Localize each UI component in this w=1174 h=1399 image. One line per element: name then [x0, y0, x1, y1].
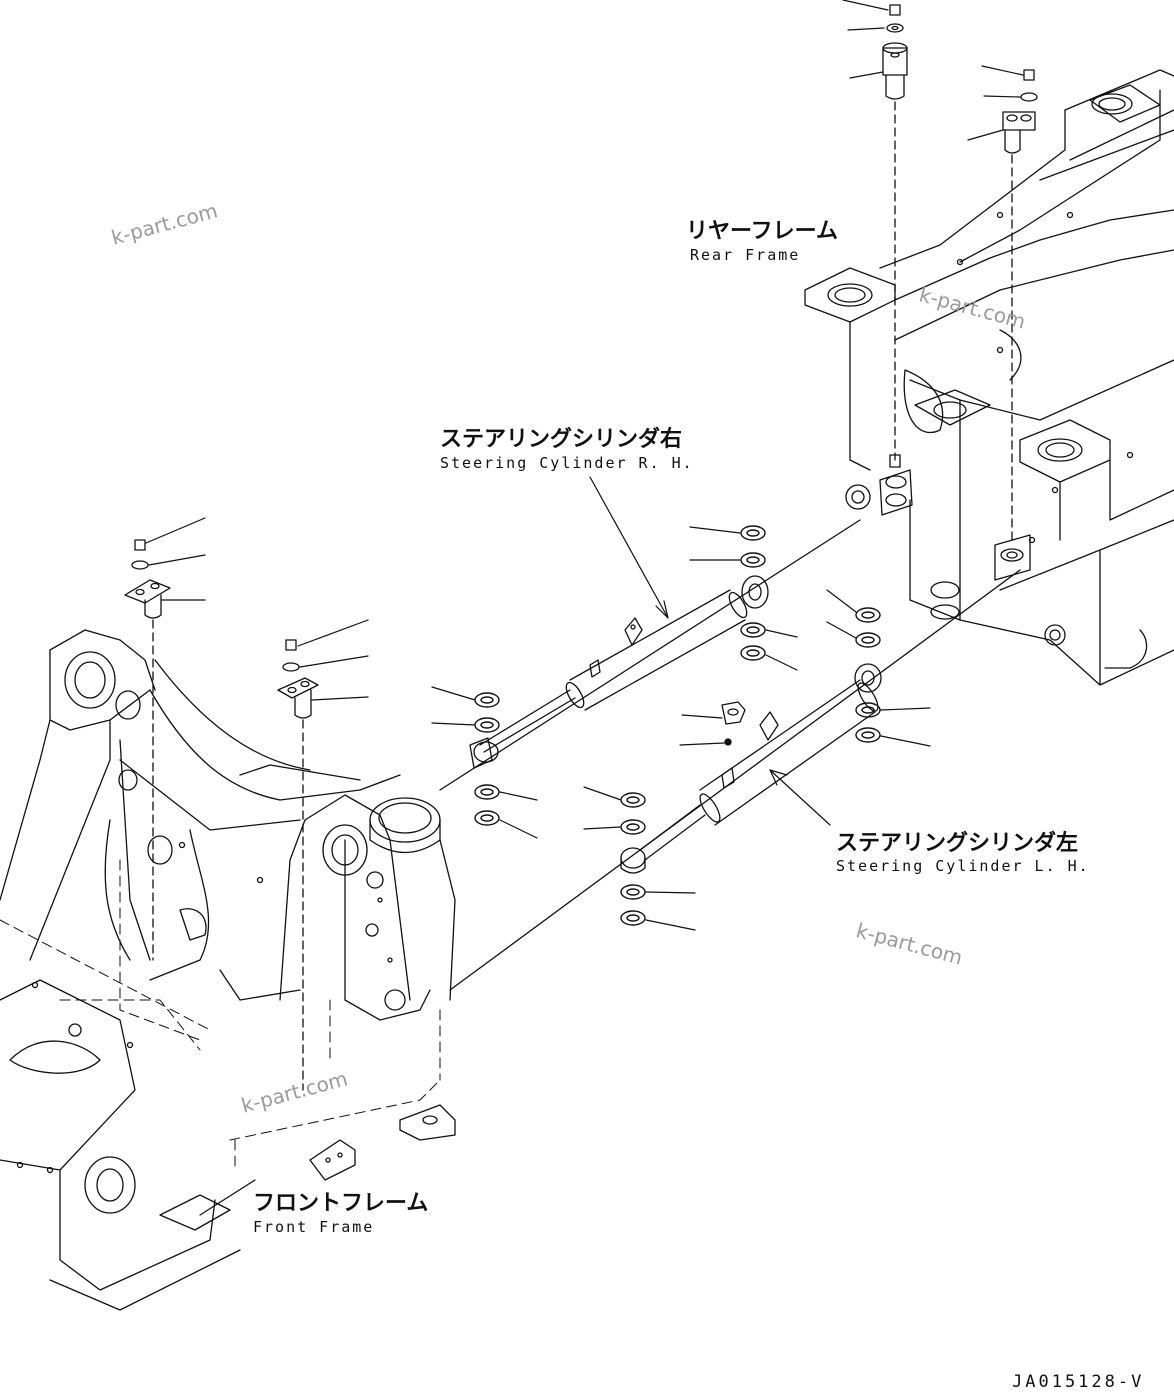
- steering-cylinder-rh-label-jp: ステアリングシリンダ右: [440, 427, 683, 452]
- front-pin-left-group: [124, 539, 171, 961]
- steering-cylinder-rh: [439, 519, 861, 791]
- steering-cylinder-lh-label-en: Steering Cylinder L. H.: [836, 857, 1090, 875]
- washers: [474, 525, 881, 926]
- front-frame-label-jp: フロントフレーム: [253, 1191, 429, 1216]
- rear-pin-lh-group: [1002, 69, 1038, 541]
- drawing-code: JA015128-V: [1012, 1372, 1145, 1392]
- grease-fitting: [721, 701, 746, 746]
- front-pin-center-group: [277, 639, 319, 1091]
- front-frame-hidden-lines: [0, 859, 441, 1171]
- steering-cylinder-rh-label-en: Steering Cylinder R. H.: [440, 454, 694, 472]
- rear-frame: [804, 69, 1174, 686]
- rear-pin-rh-group: [882, 4, 908, 468]
- front-frame: [0, 629, 456, 1311]
- leader-lines: [145, 0, 1024, 1216]
- steering-cylinder-lh-label-jp: ステアリングシリンダ左: [836, 831, 1079, 856]
- rear-frame-label-jp: リヤーフレーム: [686, 219, 839, 244]
- steering-cylinder-lh: [449, 569, 1021, 991]
- rear-frame-label-en: Rear Frame: [690, 246, 801, 264]
- front-frame-label-en: Front Frame: [253, 1218, 375, 1236]
